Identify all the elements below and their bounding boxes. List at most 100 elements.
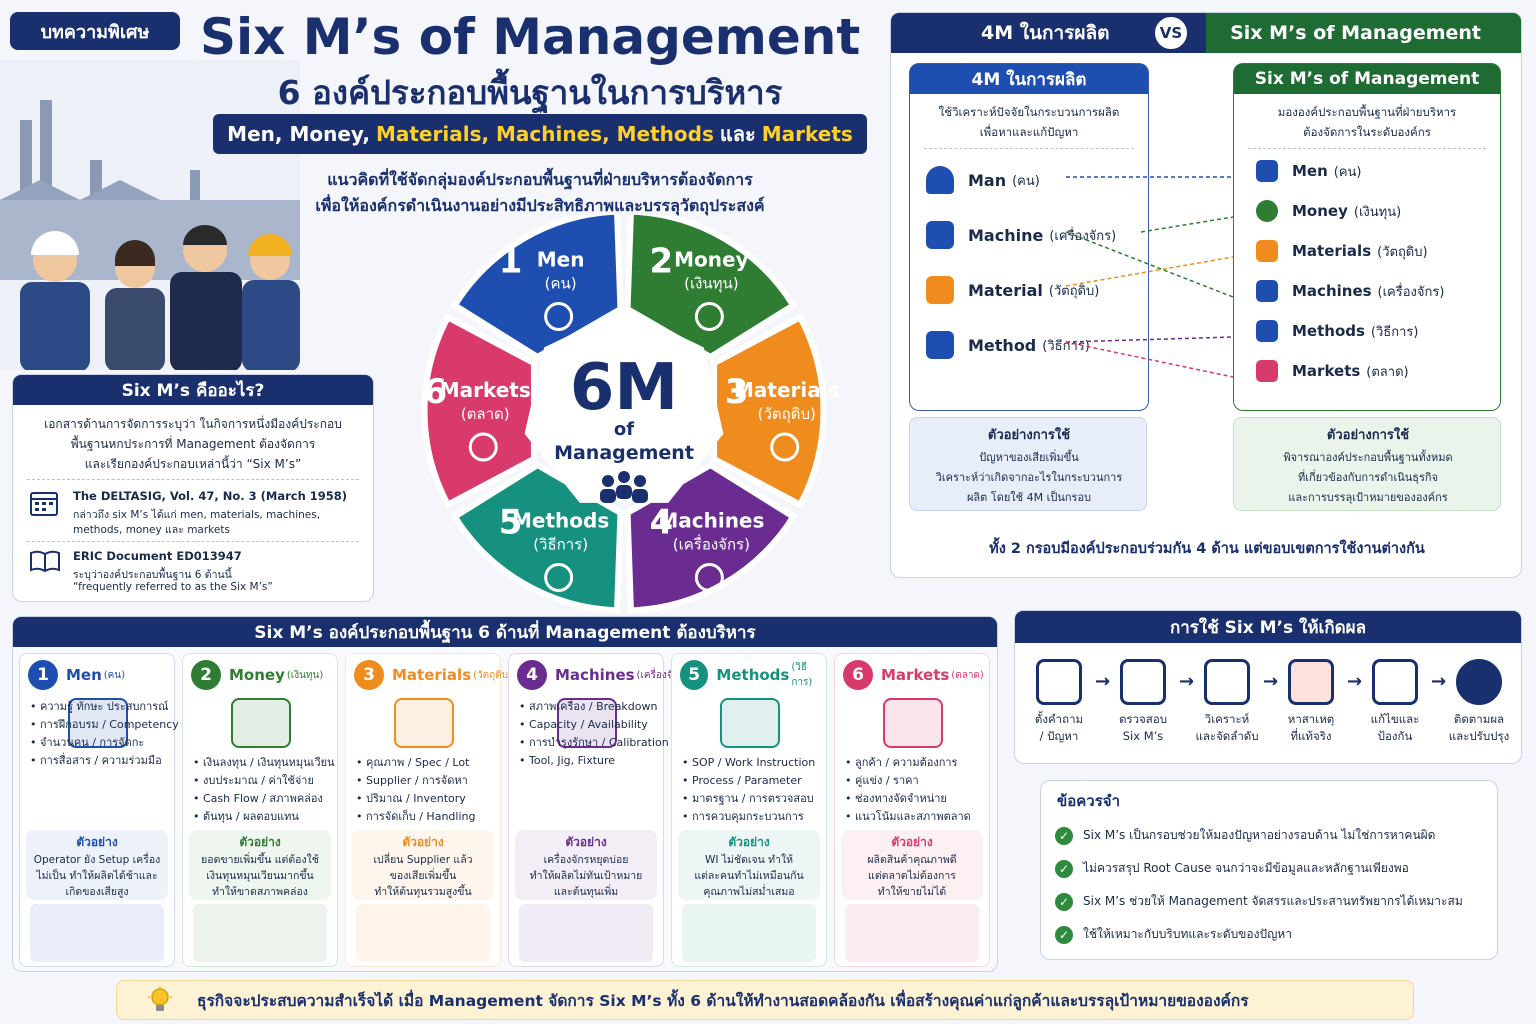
check-icon: ✓ [1055, 925, 1073, 944]
remember-text: ไม่ควรสรุป Root Cause จนกว่าจะมีข้อมูลแล… [1083, 861, 1409, 875]
box-icon [1256, 240, 1278, 262]
4m-example-3: ผลิต โดยใช้ 4M เป็นกรอบ [966, 491, 1092, 504]
mapping-arrow [1065, 341, 1234, 378]
col-title: Money [229, 666, 285, 684]
box-icon [926, 276, 954, 304]
col-number: 2 [191, 660, 221, 690]
4m-box-title: 4M ในการผลิต [910, 64, 1148, 94]
4m-item-material: Material (วัตถุดิบ) [926, 276, 1099, 304]
col-number: 1 [28, 660, 58, 690]
example-line: ยอดขายเพิ่มขึ้น แต่ต้องใช้ [201, 854, 319, 866]
ref1-title: The DELTASIG, Vol. 47, No. 3 (March 1958… [73, 489, 348, 503]
wheel-icon-materials [770, 432, 800, 462]
example-line: คุณภาพไม่สม่ำเสมอ [703, 886, 795, 898]
step-arrow-icon: → [1263, 671, 1279, 692]
4m-desc-1: ใช้วิเคราะห์ปัจจัยในกระบวนการผลิต [938, 105, 1120, 119]
bullet-item: การฝึกอบรม / Competency [30, 716, 179, 734]
wheel-number-1: 1 [499, 241, 523, 281]
person-icon [926, 166, 954, 194]
wheel-label-money: Money [674, 247, 748, 271]
4m-item-label: Material [968, 280, 1043, 300]
six-m-col-money: 2 Money (เงินทุน) เงินลงทุน / เงินทุนหมุ… [182, 653, 338, 967]
use-six-m-title: การใช้ Six M’s ให้เกิดผล [1015, 611, 1521, 643]
tools-icon [1372, 659, 1418, 705]
six-m-col-men: 1 Men (คน) ความรู้ ทักษะ ประสบการณ์การฝึ… [19, 653, 179, 967]
footer-text: ธุรกิจจะประสบความสำเร็จได้ เมื่อ Managem… [197, 991, 1249, 1010]
col-icon [883, 698, 943, 748]
bullet-item: ความรู้ ทักษะ ประสบการณ์ [30, 698, 179, 716]
six-m-col-materials: 3 Materials (วัตถุดิบ) คุณภาพ / Spec / L… [345, 653, 512, 967]
step-line-2: / ปัญหา [1039, 729, 1079, 743]
mapping-arrow [1065, 231, 1234, 298]
example-label: ตัวอย่าง [239, 835, 281, 849]
ref1-line-2: methods, money และ markets [73, 524, 230, 536]
bullet-item: Process / Parameter [682, 772, 815, 790]
step-6: ติดตามผล และปรับปรุง [1439, 659, 1519, 745]
example-line: เงินทุนหมุนเวียนมากขึ้น [206, 870, 314, 882]
six-m-col-methods: 5 Methods (วิธีการ) SOP / Work Instructi… [671, 653, 827, 967]
what-line-2: พื้นฐานหกประการที่ Management ต้องจัดการ [70, 437, 316, 451]
banner-markets: Markets [761, 122, 853, 146]
col-title: Men [66, 666, 102, 684]
what-line-3: และเรียกองค์ประกอบเหล่านี้ว่า “Six M’s” [84, 457, 302, 471]
wheel-center-management: Management [554, 442, 694, 464]
col-number: 3 [354, 660, 384, 690]
check-icon: ✓ [1055, 859, 1073, 878]
ref2-title: ERIC Document ED013947 [73, 549, 242, 563]
wheel-number-2: 2 [650, 241, 674, 281]
page-title: Six M’s of Management [200, 8, 861, 66]
bullet-item: Supplier / การจัดหา [356, 772, 475, 790]
checklist-icon [1120, 659, 1166, 705]
step-line-1: แก้ไขและ [1370, 712, 1420, 726]
what-is-six-m-title: Six M’s คืออะไร? [13, 375, 373, 405]
col-example: ตัวอย่างผลิตสินค้าคุณภาพดีแต่ตลาดไม่ต้อง… [841, 830, 983, 900]
col-thai: (วิธีการ) [791, 662, 813, 688]
bullet-item: ปริมาณ / Inventory [356, 790, 475, 808]
col-example: ตัวอย่างเปลี่ยน Supplier แล้วของเสียเพิ่… [352, 830, 494, 900]
4m-item-method: Method (วิธีการ) [926, 331, 1090, 359]
col-title: Methods [716, 666, 790, 684]
wheel-segment-materials [711, 313, 827, 509]
wheel-segment-money [624, 215, 798, 361]
factory-workers-illustration [0, 60, 300, 370]
4m-example-title: ตัวอย่างการใช้ [987, 428, 1071, 443]
4m-box: 4M ในการผลิต ใช้วิเคราะห์ปัจจัยในกระบวนก… [909, 63, 1149, 411]
example-line: ผลิตสินค้าคุณภาพดี [867, 854, 957, 866]
step-4: หาสาเหตุ ที่แท้จริง [1271, 659, 1351, 745]
bullet-item: Tool, Jig, Fixture [519, 752, 669, 770]
step-line-1: ติดตามผล [1453, 712, 1505, 726]
4m-example-1: ปัญหาของเสียเพิ่มขึ้น [979, 451, 1079, 464]
remember-text: ใช้ให้เหมาะกับบริบทและระดับของปัญหา [1083, 927, 1292, 941]
six-m-box: Six M’s of Management มององค์ประกอบพื้นฐ… [1233, 63, 1501, 411]
step-line-1: ตรวจสอบ [1118, 712, 1168, 726]
example-line: แต่ละคนทำไม่เหมือนกัน [694, 870, 804, 882]
bullet-item: ต้นทุน / ผลตอบแทน [193, 808, 335, 826]
wheel-icon-methods [544, 563, 574, 593]
example-line: เปลี่ยน Supplier แล้ว [373, 854, 473, 866]
4m-example-2: วิเคราะห์ว่าเกิดจากอะไรในกระบวนการ [935, 471, 1123, 484]
ref2-line-2: “frequently referred to as the Six M’s” [73, 581, 273, 593]
col-number: 5 [680, 660, 709, 690]
six-m-detail-title: Six M’s องค์ประกอบพื้นฐาน 6 ด้านที่ Mana… [13, 617, 997, 647]
bullet-item: คู่แข่ง / ราคา [845, 772, 971, 790]
bullet-item: ลูกค้า / ความต้องการ [845, 754, 971, 772]
mapping-arrow [1140, 216, 1234, 233]
example-label: ตัวอย่าง [76, 835, 118, 849]
remember-item: ✓ ไม่ควรสรุป Root Cause จนกว่าจะมีข้อมูลแ… [1055, 852, 1495, 885]
wheel-number-6: 6 [423, 372, 447, 412]
six-m-col-markets: 6 Markets (ตลาด) ลูกค้า / ความต้องการคู่… [834, 653, 990, 967]
six-m-item-label: Men [1292, 162, 1328, 180]
wheel-icon-money [694, 301, 724, 331]
intro-line-2: เพื่อให้องค์กรดำเนินงานอย่างมีประสิทธิภา… [315, 196, 765, 215]
example-line: เครื่องจักรหยุดบ่อย [543, 854, 629, 866]
col-illustration [193, 904, 327, 962]
example-line: ของเสียเพิ่มขึ้น [389, 870, 457, 882]
col-thai: (คน) [103, 669, 126, 681]
step-5: แก้ไขและ ป้องกัน [1355, 659, 1435, 745]
six-m-detail-panel: Six M’s องค์ประกอบพื้นฐาน 6 ด้านที่ Mana… [12, 616, 998, 972]
open-book-icon [30, 550, 60, 573]
col-number: 6 [843, 660, 873, 690]
gear-icon [926, 221, 954, 249]
what-line-1: เอกสารด้านการจัดการระบุว่า ในกิจการหนึ่ง… [44, 417, 342, 431]
